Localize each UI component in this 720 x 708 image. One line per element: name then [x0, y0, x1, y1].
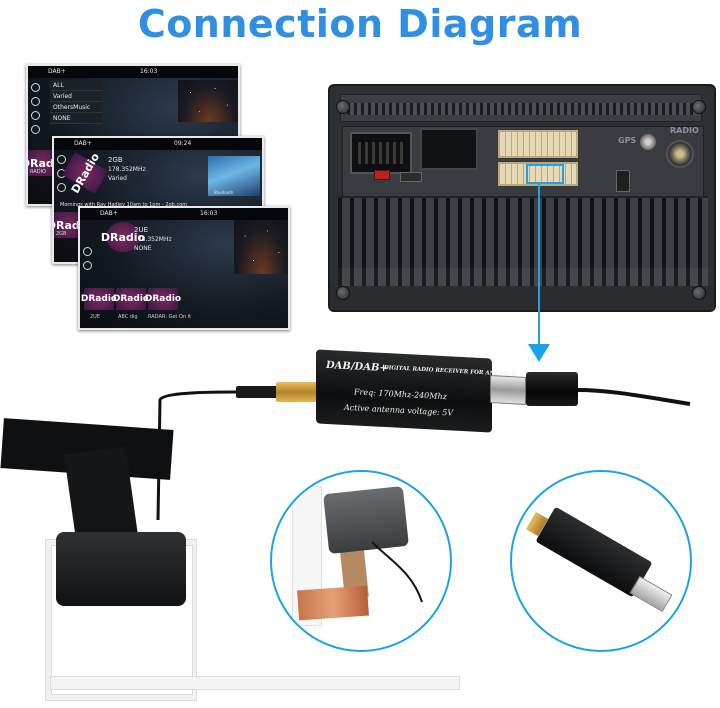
preset-3[interactable]: DRadio — [145, 288, 181, 310]
top-vent — [340, 94, 702, 122]
usb-port-highlight — [526, 164, 564, 184]
preset-caption-1: 2UE — [90, 314, 100, 320]
station-name: 2GB — [108, 156, 123, 164]
usb-extension-socket — [526, 372, 578, 406]
screw-icon — [692, 286, 706, 300]
search-icon[interactable] — [31, 83, 40, 92]
arrow-down-icon — [528, 344, 550, 362]
search-icon[interactable] — [57, 155, 66, 164]
genre-menu: ALL Varied OthersMusic NONE — [50, 80, 102, 124]
antenna-cable — [156, 390, 237, 521]
menu-item-othersmusic[interactable]: OthersMusic — [50, 102, 102, 113]
screw-icon — [336, 100, 350, 114]
dongle-voltage: Active antenna voltage: 5V — [344, 402, 454, 418]
heatsink-fins — [338, 196, 708, 268]
screw-icon — [336, 286, 350, 300]
head-unit-back: GPS RADIO — [328, 84, 716, 312]
dab-dongle: DAB/DAB+ DIGITAL RADIO RECEIVER FOR ANDR… — [316, 349, 516, 433]
connection-line — [538, 182, 540, 348]
station-genre: NONE — [134, 245, 152, 252]
menu-item-none[interactable]: NONE — [50, 113, 102, 124]
heatsink-fins-lower — [338, 268, 708, 288]
gps-label: GPS — [618, 136, 637, 145]
station-frequency: 178.352MHz — [108, 166, 146, 173]
sma-nut — [236, 386, 278, 398]
side-icon-column — [30, 80, 44, 139]
preset-caption-2: ABC dig — [118, 314, 138, 320]
list-icon[interactable] — [31, 111, 40, 120]
heart-icon[interactable] — [31, 97, 40, 106]
station-genre: Varied — [108, 175, 127, 182]
list-icon[interactable] — [57, 183, 66, 192]
sma-connector — [276, 382, 318, 402]
usb-plug — [490, 375, 526, 405]
status-bar: DAB+ 16:03 — [80, 208, 288, 220]
page-title: Connection Diagram — [137, 2, 583, 46]
radio-antenna-port — [666, 140, 694, 168]
now-playing-ticker: Mornings with Ray Hadley 10am to 1pm - 2… — [60, 202, 188, 208]
preset-2[interactable]: DRadio — [113, 288, 149, 310]
preset-caption-3: RADAR: Get On It — [148, 314, 192, 320]
iso-connector — [350, 132, 412, 174]
side-icon-column — [82, 244, 96, 275]
status-bar: DAB+ 09:24 — [54, 138, 262, 150]
usb-socket — [616, 170, 630, 192]
preset-1[interactable]: DRadio — [81, 288, 117, 310]
usb-cable — [577, 388, 691, 406]
art-caption: Bluetooth — [214, 190, 234, 195]
gps-port — [640, 134, 656, 150]
antenna-icon[interactable] — [31, 125, 40, 134]
antenna-amplifier — [56, 532, 186, 606]
station-frequency: 178.352MHz — [134, 236, 172, 243]
fuse — [374, 170, 390, 180]
station-name: 2UE — [134, 226, 148, 234]
album-art — [208, 156, 260, 196]
antenna-film-strip — [64, 446, 138, 544]
heart-icon[interactable] — [83, 247, 92, 256]
aux-connector — [420, 128, 478, 170]
antenna-element — [50, 676, 460, 690]
detail-circle-dongle — [510, 470, 692, 652]
small-connector — [400, 172, 422, 182]
unit-base — [330, 286, 714, 310]
dongle-frequency: Freq: 170Mhz-240Mhz — [354, 387, 447, 402]
menu-item-all[interactable]: ALL — [50, 80, 102, 91]
status-bar: DAB+ 16:03 — [28, 66, 238, 78]
harness-connector-top — [498, 130, 578, 158]
detail-circle-antenna — [270, 470, 452, 652]
preset-strip: DRadio DRadio DRadio — [81, 288, 184, 318]
usb-closeup — [629, 575, 673, 613]
radio-label: RADIO — [670, 126, 699, 135]
antenna-icon[interactable] — [83, 261, 92, 270]
dongle-brand: DAB/DAB+ — [326, 359, 388, 375]
screw-icon — [692, 100, 706, 114]
menu-item-varied[interactable]: Varied — [50, 91, 102, 102]
dradio-logo: DRadio — [101, 222, 145, 252]
radio-screen-3: DAB+ 16:03 DRadio 2UE 178.352MHz NONE DR… — [78, 206, 290, 330]
